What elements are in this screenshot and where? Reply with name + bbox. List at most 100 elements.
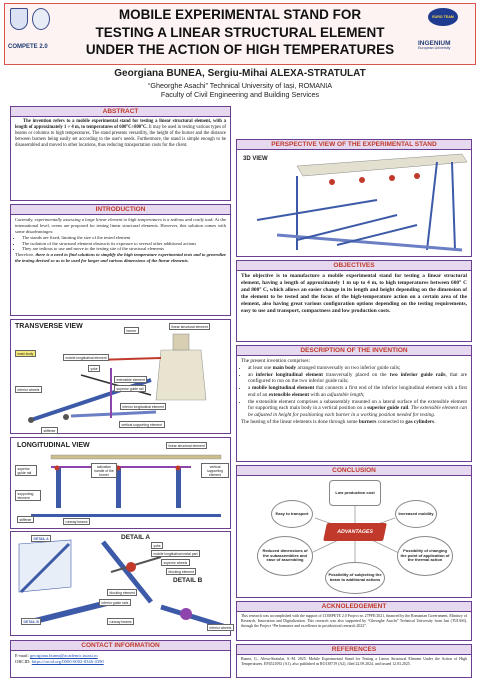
label-main-body: main body <box>15 350 36 357</box>
ingenium-logo-subtitle: European University <box>418 46 451 51</box>
label-runway-beams: runway beams <box>63 518 91 525</box>
faculty-name: Faculty of Civil Engineering and Buildin… <box>160 90 320 99</box>
label-inferior-guide-rails: inferior guide rails <box>99 599 131 606</box>
abstract-text: The invention refers to a mobile experim… <box>11 117 230 151</box>
desc-end-e: . <box>434 418 436 425</box>
advantage-low-cost: Low production cost <box>329 480 381 506</box>
intro-p1-c: At the international level, ovens are pr… <box>15 217 227 234</box>
longitudinal-drawing <box>31 454 222 517</box>
email-line: E-mail: georgiana.bunea@academic.tuiasi.… <box>15 653 226 659</box>
label-detail-b-small: DETAIL B <box>21 618 42 625</box>
description-end: The heating of the linear elements is do… <box>241 419 467 426</box>
label-mobile-longitudinal-element: mobile longitudinal element <box>63 354 110 361</box>
desc-b4-c: . <box>408 405 411 412</box>
abstract-section: ABSTRACT The invention refers to a mobil… <box>10 106 231 201</box>
label-runway-beams-detail: runway beams <box>107 618 135 625</box>
title-line-1: MOBILE EXPERIMENTAL STAND FOR <box>118 7 362 22</box>
longitudinal-view-section: LONGITUDINAL VIEW linear structural elem… <box>10 437 231 529</box>
label-blocking-element-1: blocking element <box>166 568 197 575</box>
desc-b1-c: arranged transversally on two inferior g… <box>296 364 401 371</box>
desc-b4-a: the extensible element comprises a subas… <box>248 398 467 412</box>
advantage-change-point: Possibility of changing the point of app… <box>397 536 453 576</box>
list-item: a mobile longitudinal element that conne… <box>248 385 467 399</box>
list-item: The stands are fixed, limiting the size … <box>22 235 226 241</box>
email-link[interactable]: georgiana.bunea@academic.tuiasi.ro <box>29 653 98 658</box>
intro-p2-b: there is a need to find solutions to sim… <box>15 252 226 264</box>
objectives-heading: OBJECTIVES <box>237 261 471 271</box>
label-supporting-element: supporting element <box>15 490 41 501</box>
desc-b3-d: extensible element <box>268 391 310 398</box>
desc-b3-g: ; <box>363 391 365 398</box>
description-intro: The present invention comprises: <box>241 358 311 364</box>
details-section: DETAIL A DETAIL A yoke mobile longitudin… <box>10 531 234 636</box>
desc-b3-a: a <box>248 385 252 391</box>
contact-section: CONTACT INFORMATION E-mail: georgiana.bu… <box>10 640 231 678</box>
label-linear-structural-element-long: linear structural element <box>166 442 208 449</box>
label-yoke-detail: yoke <box>151 542 164 549</box>
desc-b2-d: two inferior guide rails <box>389 371 446 378</box>
details-drawing <box>18 539 227 630</box>
poster-title: MOBILE EXPERIMENTAL STAND FOR TESTING A … <box>70 6 410 59</box>
contact-text: E-mail: georgiana.bunea@academic.tuiasi.… <box>11 651 230 667</box>
desc-b3-e: with an <box>309 391 328 398</box>
label-supporting-element-text: supporting element <box>17 491 34 500</box>
description-list: at least one main body arranged transver… <box>241 365 467 419</box>
eu-logo-text: EURO TEAM <box>432 15 454 19</box>
label-detail-b: DETAIL B <box>173 577 203 584</box>
compete-logo: COMPETE 2.0 <box>8 44 48 50</box>
transverse-heading: TRANSVERSE VIEW <box>15 323 83 330</box>
references-section: REFERENCES Bunea, G., Alexa-Stratulat, S… <box>236 644 472 678</box>
eu-logo: EURO TEAM <box>428 8 458 26</box>
advantage-increased-mobility: Increased mobility <box>395 500 437 528</box>
label-superior-guide-rail-long: superior guide rail <box>15 465 37 476</box>
ingenium-logo-title: INGENIUM <box>418 40 451 47</box>
desc-b4-d: The extensible element can be adjusted i… <box>248 405 468 418</box>
objectives-section: OBJECTIVES The objective is to manufactu… <box>236 260 472 342</box>
references-heading: REFERENCES <box>237 645 471 655</box>
desc-b1-b: main body <box>272 364 297 371</box>
label-blocking-element-2: blocking element <box>107 589 138 596</box>
desc-b2-b: inferior longitudinal element <box>255 371 323 378</box>
label-yoke: yoke <box>88 365 101 372</box>
list-item: They are tedious to use and move to the … <box>22 246 226 252</box>
description-heading: DESCRIPTION OF THE INVENTION <box>237 346 471 356</box>
conclusion-section: CONCLUSION Low production cost Increased… <box>236 465 472 598</box>
poster-header <box>4 3 476 65</box>
title-line-3: UNDER THE ACTION OF HIGH TEMPERATURES <box>85 42 395 58</box>
list-item: The isolation of the structural element … <box>22 241 226 247</box>
label-burner: burner <box>124 327 139 334</box>
intro-p1-a: Currently, <box>15 217 35 222</box>
ack-section: ACKNOLEDGEMENT This research was accompl… <box>236 601 472 641</box>
abstract-text-bold: The invention refers to a mobile experim… <box>15 119 226 131</box>
author-names: Georgiana BUNEA, Sergiu-Mihai ALEXA-STRA… <box>114 68 366 79</box>
university-name: “Gheorghe Asachi” Technical University o… <box>147 81 333 90</box>
advantage-additional-actions: Possibility of subjecting the beam to ad… <box>325 562 385 594</box>
faculty-logo <box>32 8 50 30</box>
intro-disadvantages-list: The stands are fixed, limiting the size … <box>15 235 226 253</box>
conclusion-heading: CONCLUSION <box>237 466 471 476</box>
desc-b2-a: an <box>248 371 256 378</box>
label-detail-a-small: DETAIL A <box>31 535 52 542</box>
desc-end-d: gas cylinders <box>405 418 435 425</box>
label-linear-structural-element: linear structural element <box>169 323 211 330</box>
label-vertical-supporting-element-text: vertical supporting element <box>207 464 223 477</box>
authors-block: Georgiana BUNEA, Sergiu-Mihai ALEXA-STRA… <box>0 68 480 99</box>
abstract-text-rest: It may be used in testing various types … <box>15 125 226 149</box>
perspective-3d-label: 3D VIEW <box>243 156 268 162</box>
desc-b3-f: adjustable length <box>327 391 363 398</box>
list-item: at least one main body arranged transver… <box>248 365 467 372</box>
label-vertical-supporting-element-long: vertical supporting element <box>201 463 229 478</box>
label-superior-guide-rail: superior guide rail <box>114 385 146 392</box>
introduction-heading: INTRODUCTION <box>11 205 230 215</box>
university-logo <box>10 8 28 30</box>
label-inferior-longitudinal-element: inferior longitudinal element <box>120 403 167 410</box>
label-detail-a: DETAIL A <box>121 534 151 541</box>
desc-b4-b: superior guide rail <box>367 405 409 412</box>
orcid-link[interactable]: https://orcid.org/0000-0002-8346-4390 <box>31 658 104 664</box>
ingenium-logo: INGENIUM European University <box>418 40 451 51</box>
abstract-heading: ABSTRACT <box>11 107 230 117</box>
label-inferior-wheels-detail: inferior wheels <box>207 624 234 631</box>
advantage-easy-transport: Easy to transport <box>271 500 313 528</box>
description-text: The present invention comprises: at leas… <box>237 356 471 428</box>
description-section: DESCRIPTION OF THE INVENTION The present… <box>236 345 472 462</box>
